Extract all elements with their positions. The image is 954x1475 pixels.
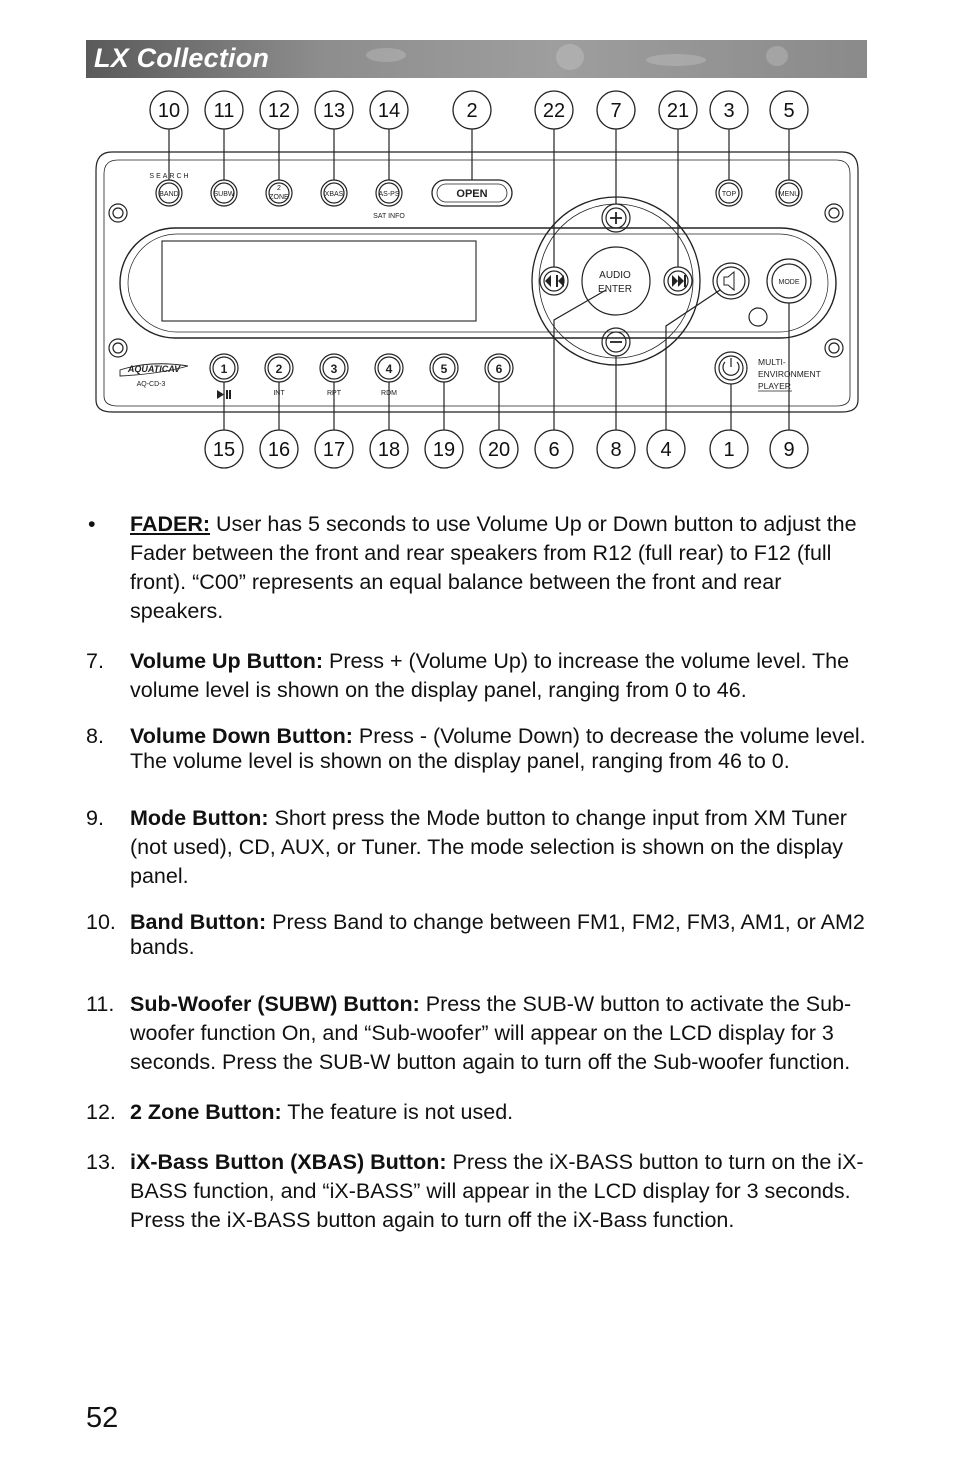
band-button-label: BAND (159, 191, 178, 198)
callout-16: 16 (268, 439, 290, 461)
list-marker: • (88, 512, 96, 536)
preset-5-label: 5 (441, 362, 448, 376)
list-marker: 11. (86, 992, 115, 1016)
preset-2-label: 2 (276, 362, 283, 376)
preset-6-label: 6 (496, 362, 503, 376)
search-label: SEARCH (149, 173, 190, 180)
callout-8: 8 (610, 439, 621, 461)
item-label: iX-Bass Button (XBAS) Button: (130, 1150, 447, 1174)
list-item: 7. Volume Up Button: Press + (Volume Up)… (86, 647, 876, 705)
callout-11: 11 (214, 100, 235, 122)
item-text: User has 5 seconds to use Volume Up or D… (130, 512, 857, 623)
item-label: FADER: (130, 512, 211, 536)
callout-6: 6 (548, 439, 559, 461)
item-text: Press - (Volume Down) to decrease the vo… (130, 724, 866, 773)
item-label: Volume Up Button: (130, 649, 324, 673)
list-item: 8. Volume Down Button: Press - (Volume D… (86, 724, 876, 774)
menu-button-label: MENU (779, 191, 800, 198)
preset-int-label: INT (273, 390, 285, 397)
section-title: LX Collection (94, 43, 270, 73)
callout-10: 10 (158, 100, 180, 122)
preset-3-label: 3 (331, 362, 338, 376)
callout-7: 7 (610, 100, 621, 122)
subw-button-label: SUBW (214, 191, 235, 198)
list-item: 12. 2 Zone Button: The feature is not us… (86, 1098, 876, 1127)
callout-21: 21 (667, 100, 689, 122)
multi-env-line-1: MULTI- (758, 357, 786, 367)
item-text: Short press the Mode button to change in… (130, 806, 847, 888)
multi-env-line-3: PLAYER (758, 381, 791, 391)
zone-number-label: 2 (277, 185, 281, 192)
enter-label: ENTER (598, 284, 632, 295)
preset-rdm-label: RDM (381, 390, 397, 397)
callout-14: 14 (378, 100, 400, 122)
list-marker: 8. (86, 724, 104, 748)
item-label: Volume Down Button: (130, 724, 353, 748)
item-label: Band Button: (130, 910, 267, 934)
preset-1-label: 1 (221, 362, 228, 376)
item-text: Press + (Volume Up) to increase the volu… (130, 649, 850, 702)
callout-17: 17 (323, 439, 345, 461)
callout-19: 19 (433, 439, 455, 461)
section-header-bar: LX Collection (86, 40, 867, 78)
instructions-list: • FADER: User has 5 seconds to use Volum… (86, 510, 876, 1235)
list-item: 11. Sub-Woofer (SUBW) Button: Press the … (86, 990, 876, 1077)
open-button-label: OPEN (456, 188, 487, 200)
list-item: • FADER: User has 5 seconds to use Volum… (86, 510, 876, 626)
list-marker: 12. (86, 1100, 116, 1124)
xbas-button-label: XBAS (325, 191, 344, 198)
item-text: Press the SUB-W button to activate the S… (130, 992, 852, 1074)
callout-12: 12 (268, 100, 290, 122)
item-text: The feature is not used. (281, 1100, 514, 1124)
asps-button-label: AS-PS (378, 191, 399, 198)
callout-9: 9 (783, 439, 794, 461)
list-marker: 9. (86, 806, 104, 830)
audio-label: AUDIO (599, 270, 631, 281)
callout-5: 5 (783, 100, 794, 122)
list-marker: 7. (86, 649, 104, 673)
preset-rpt-label: RPT (327, 390, 342, 397)
list-marker: 13. (86, 1150, 116, 1174)
list-item: 10. Band Button: Press Band to change be… (86, 910, 876, 960)
callout-2: 2 (466, 100, 477, 122)
stereo-faceplate-diagram: 10 11 12 13 14 2 22 7 21 3 5 15 16 17 18… (95, 90, 859, 469)
zone-button-label: ZONE (269, 194, 289, 201)
sat-info-label: SAT INFO (373, 213, 405, 220)
callout-18: 18 (378, 439, 400, 461)
list-item: 9. Mode Button: Short press the Mode but… (86, 804, 876, 891)
list-item: 13. iX-Bass Button (XBAS) Button: Press … (86, 1148, 876, 1235)
top-button-label: TOP (722, 191, 737, 198)
callout-1: 1 (723, 439, 734, 461)
callout-3: 3 (723, 100, 734, 122)
multi-env-line-2: ENVIRONMENT (758, 369, 821, 379)
item-label: Mode Button: (130, 806, 269, 830)
callout-4: 4 (660, 439, 671, 461)
callout-20: 20 (488, 439, 510, 461)
item-text: Press the iX-BASS button to turn on the … (130, 1150, 864, 1232)
list-marker: 10. (86, 910, 116, 934)
mode-button-label: MODE (779, 279, 800, 286)
brand-logo: AQUATICAV (127, 364, 181, 374)
page-number: 52 (86, 1402, 119, 1434)
model-label: AQ-CD-3 (137, 381, 166, 388)
item-text: Press Band to change between FM1, FM2, F… (130, 910, 865, 959)
item-label: 2 Zone Button: (130, 1100, 282, 1124)
callout-22: 22 (543, 100, 565, 122)
callout-13: 13 (323, 100, 345, 122)
preset-4-label: 4 (386, 362, 393, 376)
callout-15: 15 (213, 439, 235, 461)
item-label: Sub-Woofer (SUBW) Button: (130, 992, 420, 1016)
